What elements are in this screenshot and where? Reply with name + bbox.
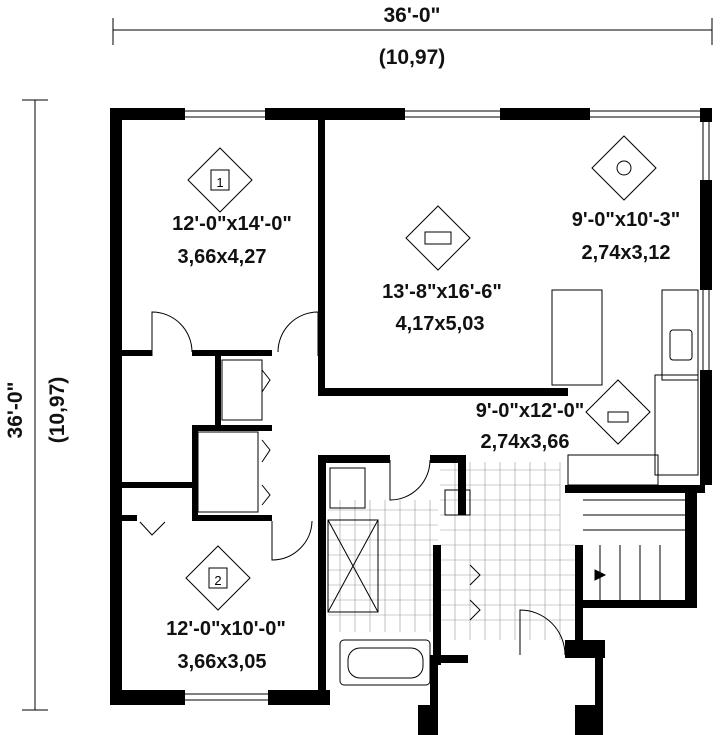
width-imperial: 36'-0" bbox=[384, 4, 441, 27]
stairs bbox=[583, 499, 685, 600]
bed-number: 2 bbox=[214, 573, 221, 588]
washer-dryer bbox=[197, 431, 259, 513]
left-dimension: 36'-0" (10,97) bbox=[4, 99, 69, 711]
room-imperial: 13'-8"x16'-6" bbox=[382, 281, 502, 303]
plate-icon bbox=[591, 135, 657, 201]
cooking-pot-icon bbox=[585, 379, 651, 445]
walls bbox=[110, 108, 712, 735]
room-kitchen: 9'-0"x12'-0" 2,74x3,66 bbox=[476, 379, 651, 453]
counter bbox=[661, 289, 699, 381]
bathroom-tiles bbox=[328, 462, 575, 640]
room-imperial: 12'-0"x14'-0" bbox=[172, 213, 292, 235]
room-metric: 2,74x3,12 bbox=[582, 242, 671, 264]
counter bbox=[654, 374, 699, 476]
windows bbox=[185, 110, 710, 701]
top-dimension: 36'-0" (10,97) bbox=[112, 4, 713, 69]
room-imperial: 12'-0"x10'-0" bbox=[166, 618, 286, 640]
depth-metric: (10,97) bbox=[46, 377, 69, 444]
sink-icon bbox=[669, 329, 693, 361]
doors bbox=[139, 311, 566, 656]
kitchen-island bbox=[551, 289, 603, 386]
room-metric: 3,66x3,05 bbox=[178, 651, 267, 673]
fixtures bbox=[197, 289, 699, 686]
room-imperial: 9'-0"x10'-3" bbox=[572, 209, 681, 231]
room-dining: 9'-0"x10'-3" 2,74x3,12 bbox=[572, 135, 681, 264]
room-bedroom-1: 1 12'-0"x14'-0" 3,66x4,27 bbox=[172, 147, 292, 268]
bed-1-icon: 1 bbox=[187, 147, 253, 213]
bathtub-icon bbox=[339, 639, 431, 686]
depth-imperial: 36'-0" bbox=[4, 382, 27, 439]
bed-2-icon: 2 bbox=[185, 545, 251, 611]
sofa-icon bbox=[405, 205, 471, 271]
shower-icon bbox=[327, 519, 379, 613]
room-bedroom-2: 2 12'-0"x10'-0" 3,66x3,05 bbox=[166, 545, 286, 673]
room-metric: 4,17x5,03 bbox=[396, 313, 485, 335]
vanity-sink-icon bbox=[444, 489, 471, 516]
room-metric: 2,74x3,66 bbox=[481, 431, 570, 453]
room-living: 13'-8"x16'-6" 4,17x5,03 bbox=[382, 205, 502, 335]
room-metric: 3,66x4,27 bbox=[178, 246, 267, 268]
room-imperial: 9'-0"x12'-0" bbox=[476, 400, 585, 422]
closet bbox=[221, 359, 263, 421]
width-metric: (10,97) bbox=[379, 46, 446, 69]
bed-number: 1 bbox=[216, 175, 223, 190]
toilet-icon bbox=[329, 467, 366, 509]
